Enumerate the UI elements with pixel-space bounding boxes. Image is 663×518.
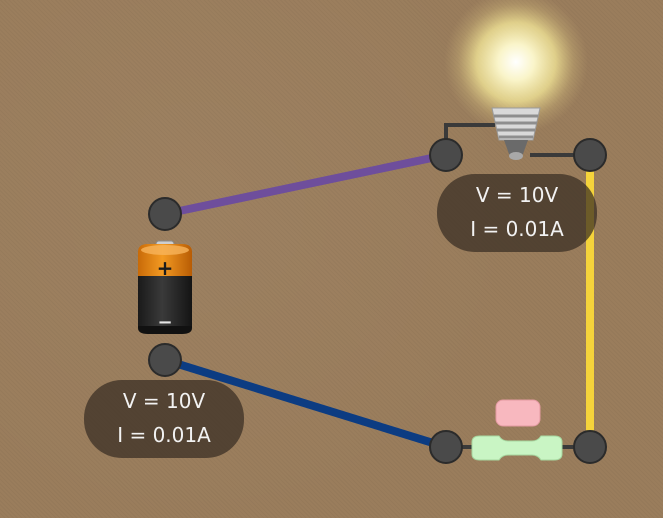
bulb-current: I = 0.01A xyxy=(470,217,564,241)
battery-current: I = 0.01A xyxy=(117,423,211,447)
resistor-right-terminal[interactable] xyxy=(573,430,607,464)
resistor-left-terminal[interactable] xyxy=(429,430,463,464)
battery-minus-symbol: − xyxy=(157,312,172,333)
bulb-readout: V = 10V I = 0.01A xyxy=(437,174,597,252)
resistor-current-marker xyxy=(495,399,541,427)
light-bulb[interactable] xyxy=(491,107,541,160)
battery-negative-terminal[interactable] xyxy=(148,343,182,377)
battery-plus-symbol: + xyxy=(157,256,174,280)
bulb-glow xyxy=(444,0,588,134)
wire-battery-to-resistor[interactable] xyxy=(161,356,450,451)
battery-readout: V = 10V I = 0.01A xyxy=(84,380,244,458)
battery-voltage: V = 10V xyxy=(122,389,206,413)
battery[interactable] xyxy=(138,240,192,334)
resistor[interactable] xyxy=(471,435,563,461)
bulb-voltage: V = 10V xyxy=(475,183,559,207)
bulb-left-terminal[interactable] xyxy=(429,138,463,172)
bulb-right-terminal[interactable] xyxy=(573,138,607,172)
battery-positive-terminal[interactable] xyxy=(148,197,182,231)
wire-battery-to-bulb[interactable] xyxy=(161,151,450,218)
